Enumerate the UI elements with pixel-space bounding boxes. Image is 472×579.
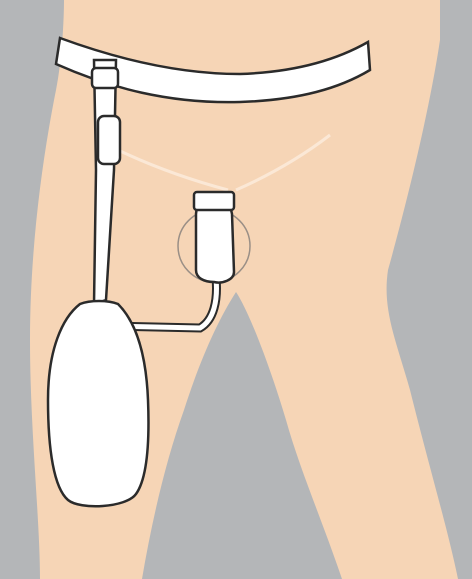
strap-loop [92, 68, 118, 88]
urine-bag [48, 301, 149, 506]
collector-cap [194, 192, 234, 210]
strap-clip [98, 116, 120, 164]
